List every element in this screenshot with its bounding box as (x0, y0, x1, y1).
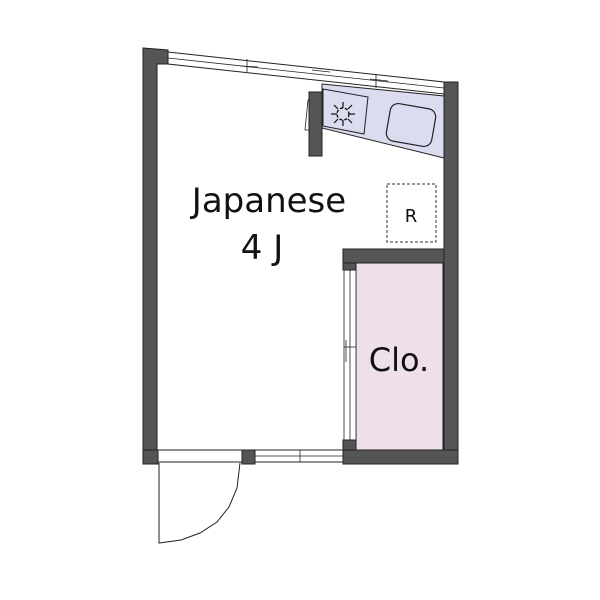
room-size-japanese: 4 J (241, 228, 283, 268)
refrigerator (386, 183, 437, 243)
walls (142, 47, 459, 465)
entrance-door-frame (157, 449, 243, 463)
room-name-closet: Clo. (369, 341, 429, 379)
room-name-japanese: Japanese (190, 181, 346, 221)
bottom-window (254, 449, 344, 463)
closet-room (355, 262, 444, 451)
sink-icon (385, 102, 437, 148)
closet-sliding-door[interactable] (343, 269, 357, 441)
gas-burner-icon (322, 88, 369, 135)
refrigerator-label: R (405, 206, 418, 227)
entrance-door-swing[interactable] (158, 462, 241, 544)
